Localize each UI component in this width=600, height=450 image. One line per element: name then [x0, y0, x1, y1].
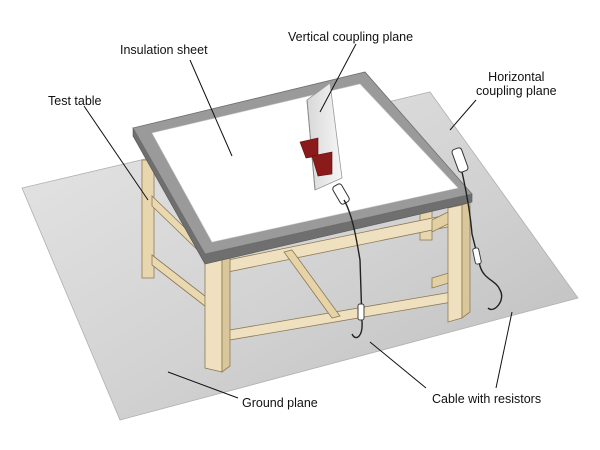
label-ground-plane: Ground plane: [242, 396, 318, 410]
table-leg-front-right: [447, 204, 463, 323]
resistor-horizontal: [451, 147, 469, 173]
leader-cable-horizontal: [495, 311, 513, 389]
cable-vertical: [343, 199, 363, 339]
leader-lines: [83, 43, 513, 399]
label-cable-with-resistors: Cable with resistors: [432, 392, 542, 406]
leader-ground-plane: [167, 371, 239, 399]
label-test-table: Test table: [48, 94, 102, 108]
leader-test-table: [83, 105, 149, 201]
label-insulation-sheet: Insulation sheet: [120, 43, 208, 57]
cable-vertical-resistor: [357, 303, 365, 321]
leader-horizontal-coupling-plane: [449, 99, 477, 131]
label-horizontal-coupling-plane-line1: Horizontal: [488, 70, 545, 84]
label-horizontal-coupling-plane-line2: coupling plane: [476, 84, 557, 98]
leader-cable-vertical: [369, 341, 427, 389]
leader-vertical-coupling-plane: [319, 43, 357, 113]
label-vertical-coupling-plane: Vertical coupling plane: [288, 30, 414, 44]
cable-horizontal: [461, 171, 503, 311]
label-horizontal-coupling-plane: Horizontal coupling plane: [476, 70, 557, 98]
table-leg-front-left: [204, 251, 223, 373]
vcp-support-clamps: [299, 137, 333, 177]
insulation-sheet: [151, 83, 459, 243]
test-table-frame: [141, 159, 471, 373]
cable-horizontal-resistor: [472, 247, 482, 265]
leader-insulation-sheet: [189, 59, 233, 157]
